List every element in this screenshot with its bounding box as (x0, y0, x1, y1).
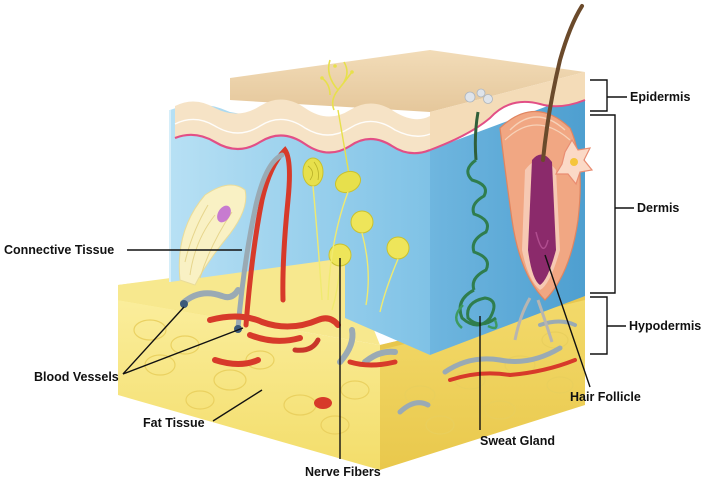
epidermis-layer (174, 50, 586, 155)
nerve-fibers-label: Nerve Fibers (305, 465, 381, 479)
dermis-label: Dermis (637, 201, 680, 215)
connective-tissue-label: Connective Tissue (4, 243, 115, 257)
hair-follicle (499, 4, 594, 343)
sweat-gland-label: Sweat Gland (480, 434, 556, 448)
blood-vessels-label: Blood Vessels (34, 370, 119, 384)
blood-vessels (180, 146, 577, 415)
hypodermis-label: Hypodermis (629, 319, 702, 333)
leader-lines (122, 79, 634, 459)
epidermis-label: Epidermis (630, 90, 691, 104)
connective-tissue (178, 184, 247, 286)
sweat-gland (455, 111, 498, 330)
nerve-fibers (302, 59, 410, 313)
fat-tissue-label: Fat Tissue (143, 416, 205, 430)
hair-follicle-label: Hair Follicle (570, 390, 641, 404)
